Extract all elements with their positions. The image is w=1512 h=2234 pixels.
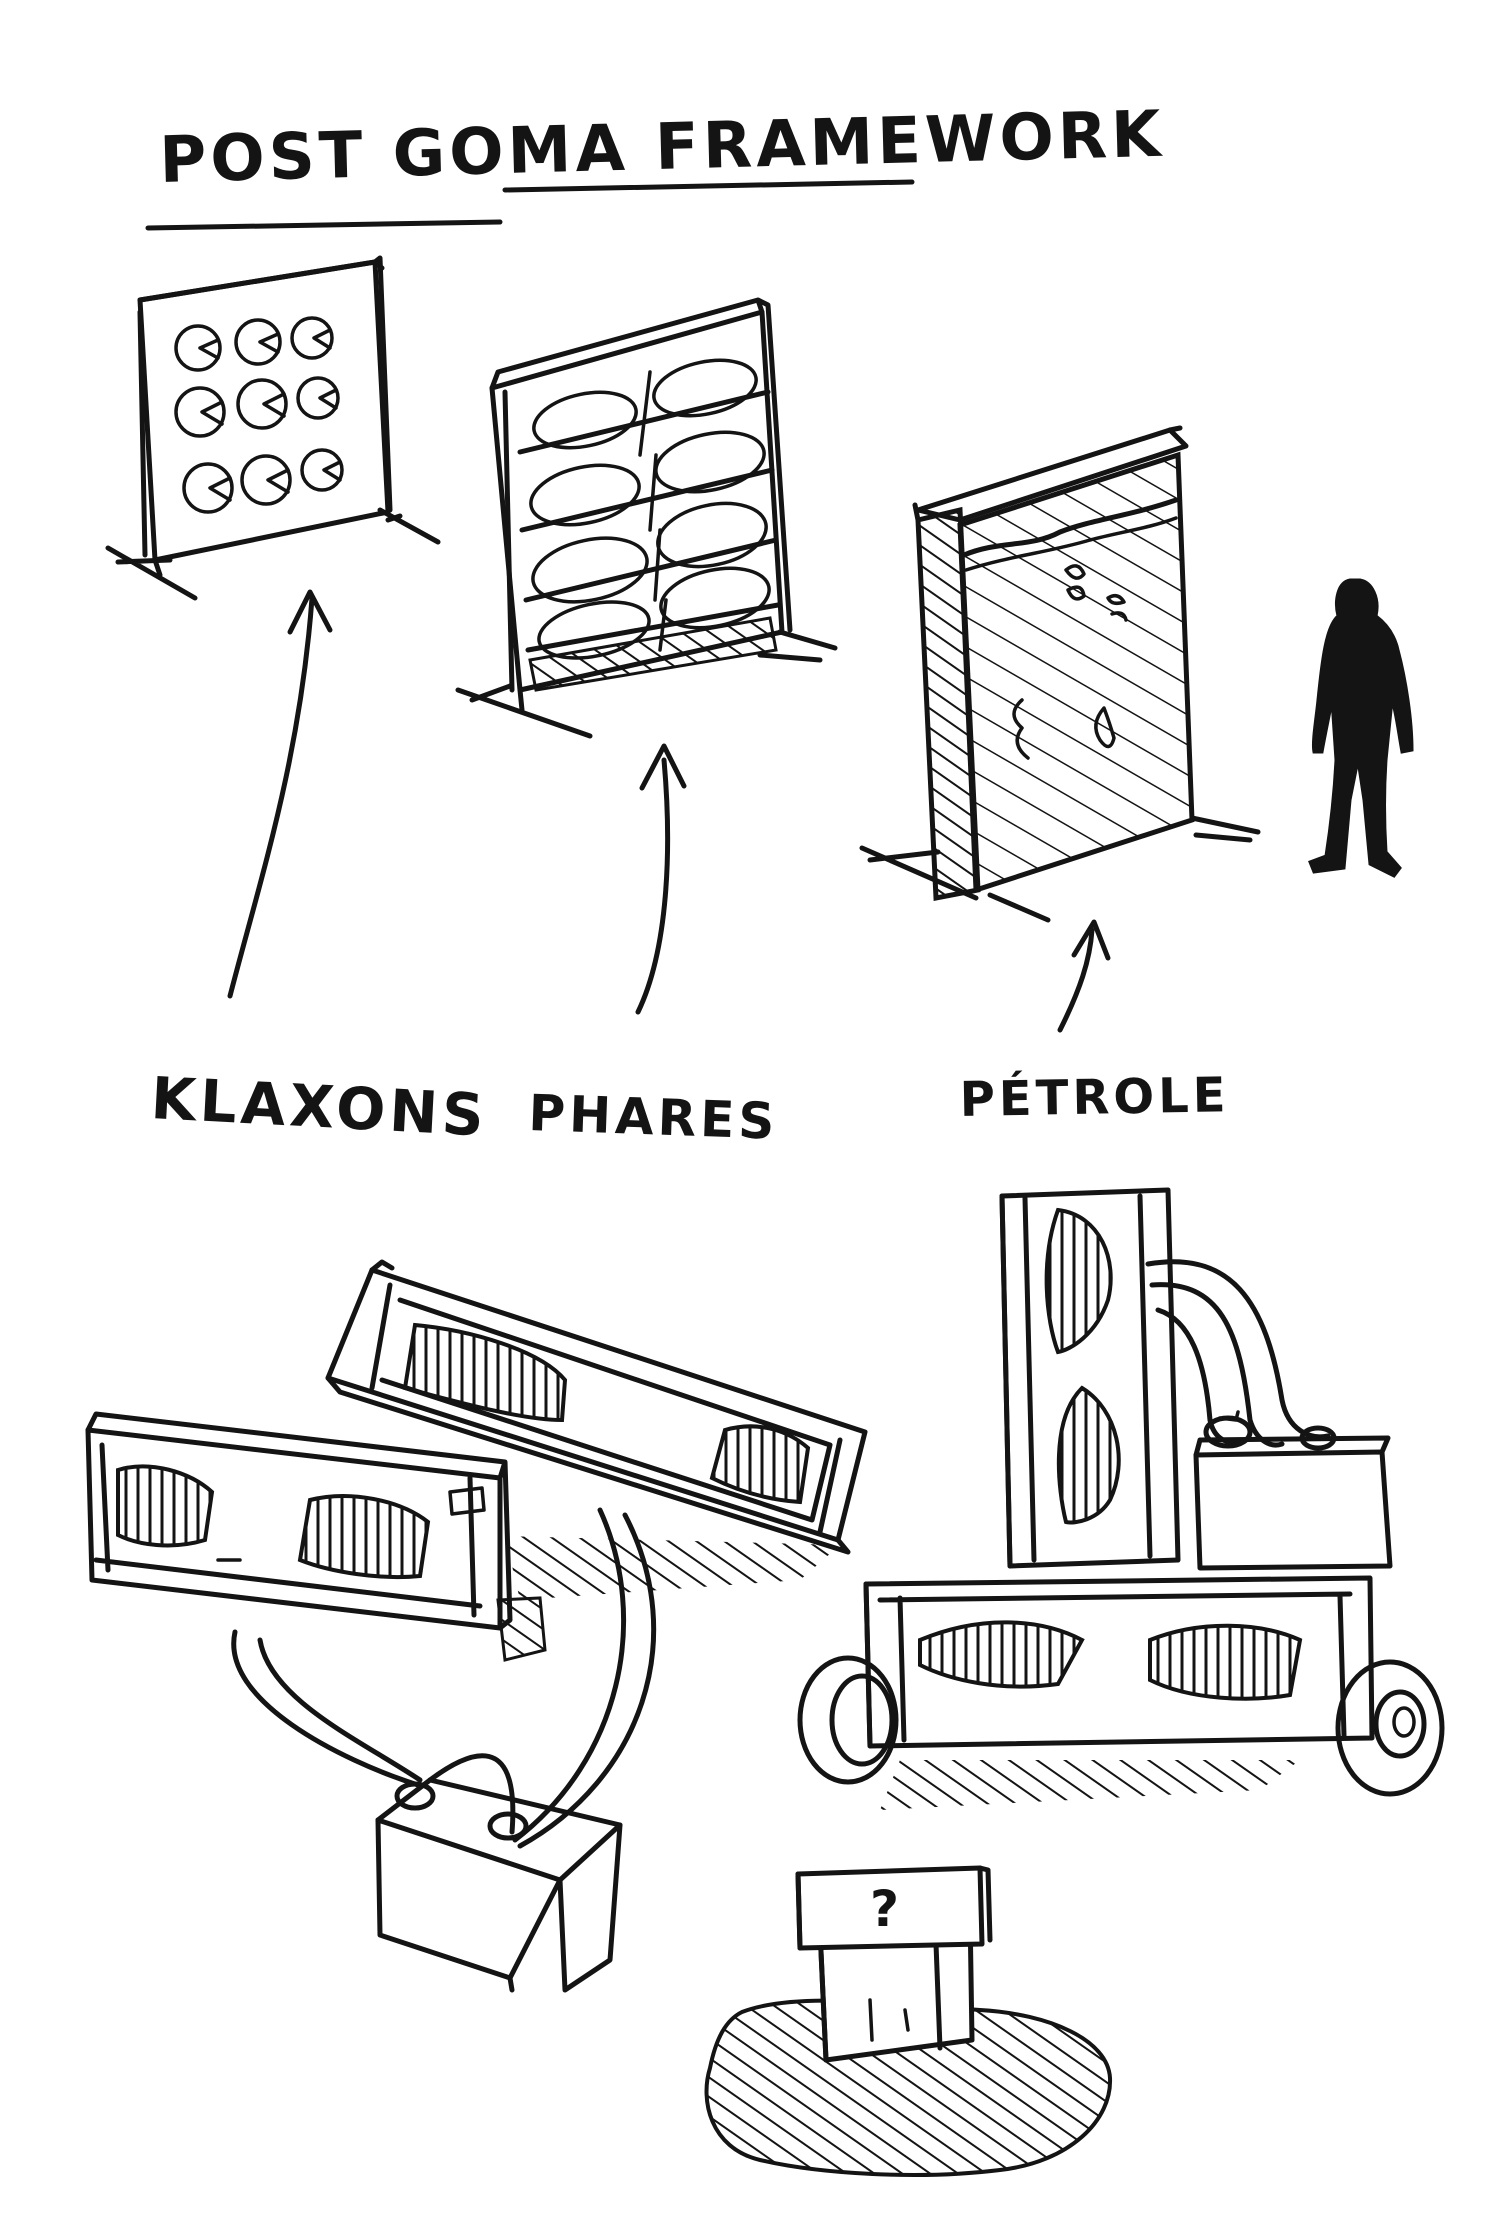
arrows bbox=[227, 589, 1111, 1033]
phares-panel bbox=[455, 297, 838, 739]
title-underline bbox=[145, 179, 915, 231]
arrow-petrole bbox=[1057, 927, 1095, 1033]
klaxon-icons bbox=[174, 316, 344, 514]
cart-wheels bbox=[797, 1655, 1445, 1797]
human-silhouette bbox=[1308, 578, 1414, 878]
page-title: POST GOMA FRAMEWORK bbox=[158, 98, 1165, 198]
labels: KLAXONS PHARES PÉTROLE bbox=[149, 1064, 1230, 1151]
arrow-klaxons bbox=[227, 595, 315, 999]
cart-assembly bbox=[797, 1187, 1445, 1810]
title-group: POST GOMA FRAMEWORK bbox=[145, 98, 1166, 231]
label-klaxons: KLAXONS bbox=[149, 1064, 489, 1150]
label-phares: PHARES bbox=[528, 1084, 780, 1151]
headlight-bars-assembly bbox=[85, 1259, 868, 1993]
question-pedestal: ? bbox=[704, 1865, 1113, 2177]
petrole-panel bbox=[859, 425, 1414, 923]
question-mark-label: ? bbox=[870, 1880, 903, 1938]
label-petrole: PÉTROLE bbox=[959, 1066, 1230, 1128]
arrow-phares bbox=[635, 757, 671, 1015]
klaxons-panel bbox=[105, 255, 441, 601]
